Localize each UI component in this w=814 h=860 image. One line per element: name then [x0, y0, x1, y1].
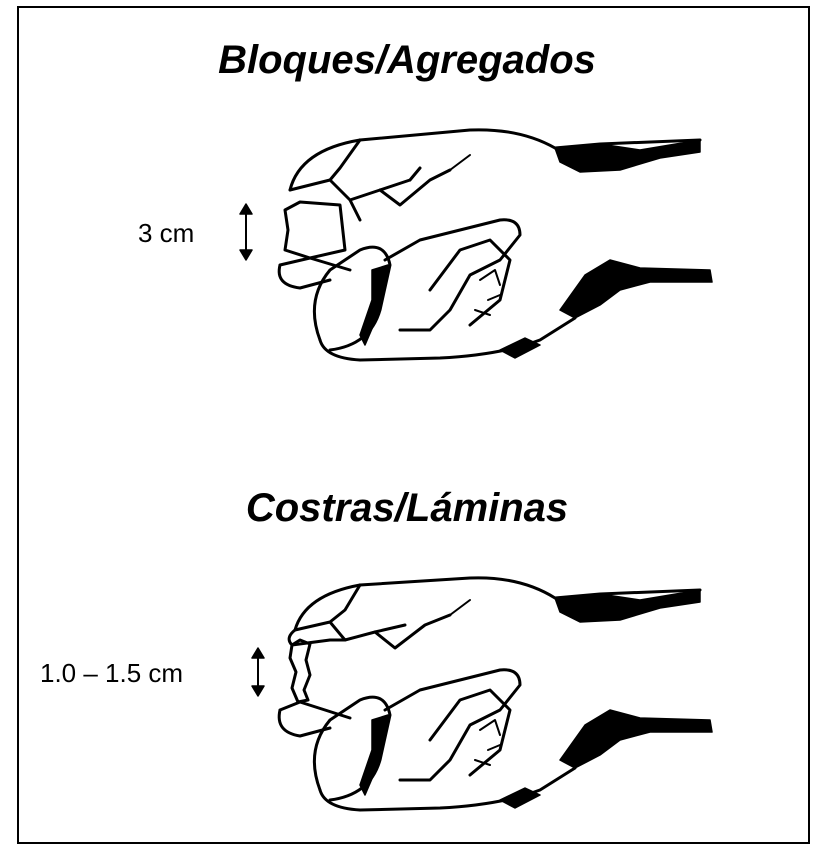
middle-finger: [430, 690, 510, 775]
finger-knuckles: [295, 585, 450, 648]
finger-creases: [475, 270, 500, 315]
dimension-arrow-bottom: [252, 686, 264, 696]
knuckle-crease: [450, 155, 470, 170]
dimension-arrow-top: [240, 204, 252, 214]
soil-crust: [290, 640, 310, 702]
dimension-arrow-top: [252, 648, 264, 658]
wrist-shading-lower: [560, 710, 712, 768]
middle-finger: [430, 240, 510, 325]
index-finger: [385, 670, 520, 780]
hand-squeezing-block-illustration: [0, 110, 814, 410]
knuckle-crease: [450, 600, 470, 615]
thumb-shadow: [360, 265, 388, 345]
finger-creases: [475, 720, 500, 765]
index-finger: [385, 220, 520, 330]
thumb-shadow: [360, 715, 388, 795]
lower-finger: [279, 702, 350, 736]
panel-title-blocks: Bloques/Agregados: [0, 40, 814, 80]
dimension-arrow-bottom: [240, 250, 252, 260]
wrist-shading-lower: [560, 260, 712, 318]
finger-knuckles: [290, 140, 450, 220]
panel-title-crusts: Costras/Láminas: [0, 488, 814, 528]
hand-squeezing-crust-illustration: [0, 560, 814, 860]
soil-block: [285, 202, 345, 258]
